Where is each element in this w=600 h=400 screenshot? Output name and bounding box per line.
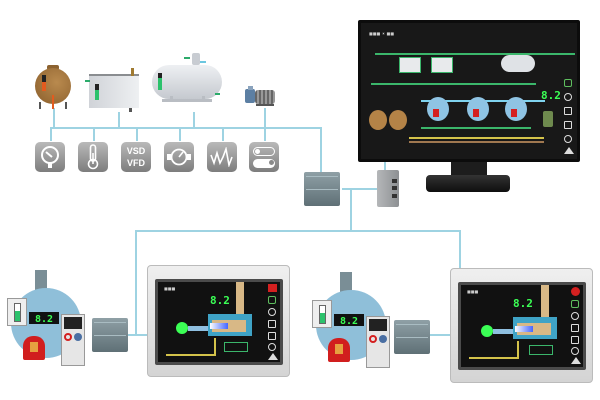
- central-plc: [304, 172, 340, 206]
- hmi-user-icon[interactable]: [571, 300, 579, 308]
- burner: [328, 338, 350, 362]
- hmi-boiler-body: [513, 317, 557, 339]
- lower-bus-line: [135, 230, 461, 232]
- feedwater-tank: [85, 68, 143, 113]
- settings-icon[interactable]: [564, 135, 572, 143]
- master-monitor: ■■■ ☀ ■■ 8.2: [358, 20, 580, 195]
- hmi-alarm-button[interactable]: [268, 284, 277, 292]
- on-off-switch-icon: [249, 142, 279, 172]
- monitor-pressure-value: 8.2: [541, 89, 561, 102]
- drop-tank1: [53, 108, 55, 128]
- monitor-deaerator: [501, 55, 535, 72]
- hmi-home-icon[interactable]: [268, 353, 278, 360]
- gear-icon[interactable]: [564, 93, 572, 101]
- level-indicator: [158, 73, 162, 90]
- boiler-station-right: 8.2: [310, 272, 392, 382]
- pump-motor: [245, 86, 277, 108]
- info-button[interactable]: [379, 335, 387, 343]
- hmi-fan: [481, 325, 493, 337]
- hmi-pressure-value: 8.2: [210, 294, 230, 307]
- drop-tank3: [193, 112, 195, 128]
- top-bus-line: [50, 127, 322, 129]
- vfd-label: VFD: [127, 158, 145, 168]
- boiler-plc-left: [92, 318, 128, 352]
- hmi-panel-right: ■■■ 8.2: [450, 268, 593, 383]
- hmi-user-icon[interactable]: [268, 296, 276, 304]
- monitor-base: [426, 175, 510, 192]
- boiler-station-left: 8.2: [5, 270, 87, 380]
- monitor-separator: [543, 111, 553, 127]
- trend-icon[interactable]: [564, 107, 572, 115]
- hmi-panel-left: ■■■ 8.2: [147, 265, 290, 377]
- monitor-tank-1: [399, 57, 421, 73]
- left-plc-hmi-line: [128, 334, 148, 336]
- drop-icon1: [50, 127, 52, 141]
- vsd-label: VSD: [126, 146, 146, 156]
- monitor-fuel-tank-2: [389, 110, 407, 130]
- drop-icon6: [264, 127, 266, 141]
- hmi-gear-icon[interactable]: [571, 312, 579, 320]
- level-indicator: [42, 75, 46, 91]
- hmi-log-icon[interactable]: [571, 336, 579, 344]
- monitor-boiler-2: [467, 97, 489, 121]
- hmi-gear-icon[interactable]: [268, 308, 276, 316]
- vsd-vfd-icon: VSD VFD: [121, 142, 151, 172]
- drop-pump: [264, 108, 266, 128]
- boiler-plc-right: [394, 320, 430, 354]
- burner-controller: [366, 316, 390, 368]
- hmi-trend-icon[interactable]: [571, 324, 579, 332]
- thermometer-icon: [78, 142, 108, 172]
- hmi-chimney: [541, 285, 549, 325]
- level-gauge: [312, 300, 332, 328]
- burner: [23, 336, 45, 360]
- flow-meter-icon: [164, 142, 194, 172]
- status-header: ■■■ ☀ ■■: [369, 31, 395, 36]
- hmi-log-icon[interactable]: [268, 332, 276, 340]
- user-icon[interactable]: [564, 79, 572, 87]
- monitor-boiler-3: [505, 97, 527, 121]
- hmi-settings-icon[interactable]: [268, 343, 276, 351]
- hmi-screen-left: ■■■ 8.2: [158, 282, 280, 362]
- hmi-fan: [176, 322, 188, 334]
- home-icon[interactable]: [564, 147, 574, 154]
- alarm-log-icon[interactable]: [564, 121, 572, 129]
- hmi-home-icon[interactable]: [571, 357, 581, 364]
- drop-icon5: [222, 127, 224, 141]
- info-button[interactable]: [74, 333, 82, 341]
- right-plc-hmi-line: [430, 334, 450, 336]
- pressure-display: 8.2: [29, 312, 59, 325]
- burner-controller: [61, 314, 85, 366]
- drop-icon4: [179, 127, 181, 141]
- level-indicator: [95, 84, 99, 100]
- drop-icon3: [136, 127, 138, 141]
- drop-icon2: [93, 127, 95, 141]
- pressure-display: 8.2: [334, 314, 364, 327]
- plc-gateway-line: [342, 188, 382, 190]
- lower-left-drop: [135, 230, 137, 335]
- plc-down-line: [350, 188, 352, 231]
- power-button[interactable]: [64, 333, 72, 341]
- hmi-screen-right: ■■■ 8.2: [461, 285, 583, 367]
- power-button[interactable]: [369, 335, 377, 343]
- monitor-neck: [451, 162, 487, 176]
- hmi-alarm-button[interactable]: [571, 287, 580, 296]
- monitor-fuel-tank-1: [369, 110, 387, 130]
- monitor-screen: ■■■ ☀ ■■ 8.2: [358, 20, 580, 162]
- deaerator-tank: [150, 53, 225, 111]
- gateway-monitor-line: [384, 158, 386, 172]
- pressure-gauge-icon: [35, 142, 65, 172]
- network-gateway: [377, 170, 399, 207]
- level-gauge: [7, 298, 27, 326]
- hmi-chimney: [236, 282, 244, 322]
- signal-analyzer-icon: [207, 142, 237, 172]
- plc-up-line: [320, 127, 322, 172]
- hmi-settings-icon[interactable]: [571, 347, 579, 355]
- hmi-boiler-body: [208, 314, 252, 336]
- monitor-tank-2: [431, 57, 453, 73]
- fuel-tank-spherical: [33, 65, 73, 110]
- hmi-pressure-value: 8.2: [513, 297, 533, 310]
- drop-tank2: [118, 112, 120, 128]
- monitor-boiler-1: [427, 97, 449, 121]
- hmi-trend-icon[interactable]: [268, 320, 276, 328]
